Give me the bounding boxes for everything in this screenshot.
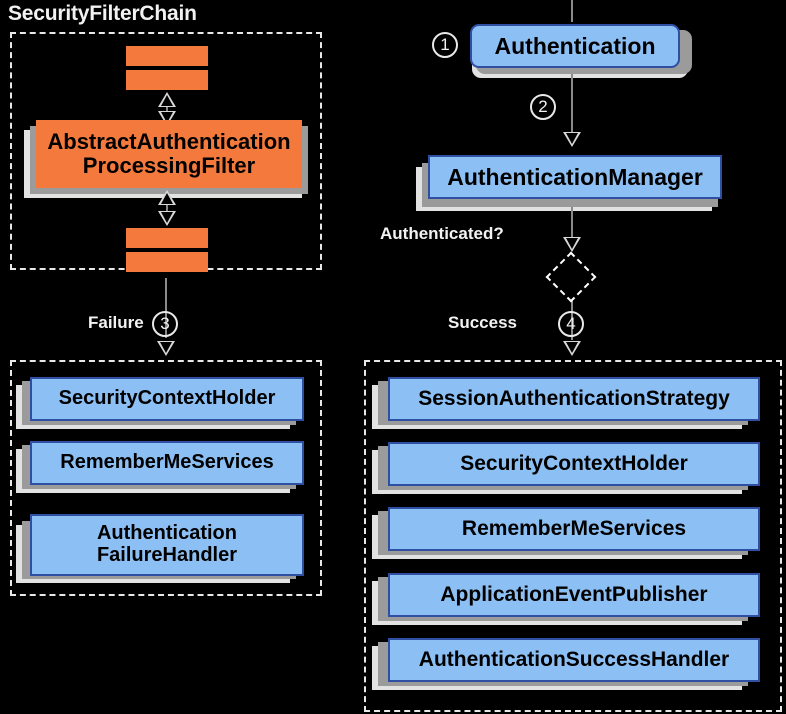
abstract-filter-line-1: AbstractAuthentication [47,129,291,155]
failure-handler-line-2: FailureHandler [96,544,238,566]
node-authentication-manager[interactable]: AuthenticationManager [428,155,722,199]
node-success-authenticationsuccesshandler[interactable]: AuthenticationSuccessHandler [388,638,760,682]
decision-label-authenticated: Authenticated? [380,224,504,243]
arrow-to-decision [563,237,581,252]
filter-arrow-up-top [158,92,176,107]
connector-to-failure-group [165,278,167,338]
arrow-to-success-group [563,341,581,356]
edge-label-success: Success [448,313,517,332]
step-number-3: 3 [152,311,178,337]
arrow-to-authentication-manager [563,132,581,147]
decision-diamond [545,251,597,303]
filter-bar-top-1 [126,46,208,66]
incoming-connector [571,0,573,22]
filter-bar-top-2 [126,70,208,90]
filter-bar-bottom-2 [126,252,208,272]
securityfilterchain-title: SecurityFilterChain [8,2,197,25]
connector-manager-to-decision [571,199,573,241]
filter-bar-bottom-1 [126,228,208,248]
success-group [364,360,782,712]
step-number-1: 1 [432,32,458,58]
node-success-securitycontextholder[interactable]: SecurityContextHolder [388,442,760,486]
abstract-filter-line-2: ProcessingFilter [82,153,256,178]
failure-group [10,360,322,596]
filter-arrow-up-bottom [158,190,176,205]
node-authentication[interactable]: Authentication [470,24,680,68]
step-number-4: 4 [558,311,584,337]
node-success-applicationeventpublisher[interactable]: ApplicationEventPublisher [388,573,760,617]
step-number-2: 2 [530,94,556,120]
node-failure-remembermeservices[interactable]: RememberMeServices [30,441,304,485]
node-abstract-authentication-processing-filter[interactable]: AbstractAuthentication ProcessingFilter [36,120,302,188]
filter-arrow-down-bottom [158,211,176,226]
node-success-sessionauthenticationstrategy[interactable]: SessionAuthenticationStrategy [388,377,760,421]
edge-label-failure: Failure [88,313,144,332]
arrow-to-failure-group [157,341,175,356]
node-failure-authenticationfailurehandler[interactable]: Authentication FailureHandler [30,514,304,576]
node-failure-securitycontextholder[interactable]: SecurityContextHolder [30,377,304,421]
node-success-remembermeservices[interactable]: RememberMeServices [388,507,760,551]
filter-connector-bottom [166,202,168,216]
connector-authentication-to-manager [571,68,573,140]
failure-handler-line-1: Authentication [96,522,237,545]
